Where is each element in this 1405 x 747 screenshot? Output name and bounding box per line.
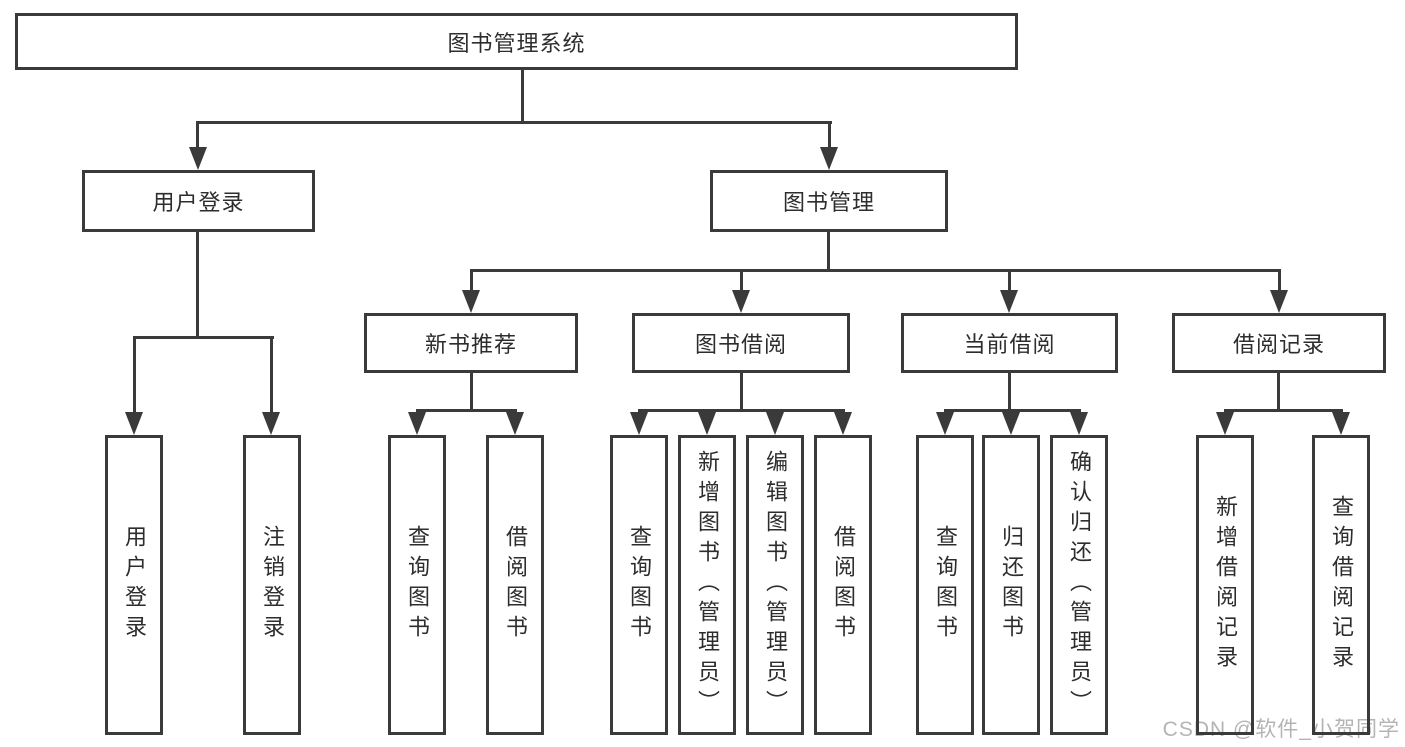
node-label: 用户登录 <box>152 190 245 215</box>
arrowhead-down-icon <box>189 147 207 170</box>
arrowhead-down-icon <box>1002 412 1020 435</box>
connector-line <box>470 269 473 293</box>
leaf-label: 查询图书 <box>405 525 430 645</box>
arrowhead-down-icon <box>766 412 784 435</box>
connector-line <box>1224 409 1343 412</box>
arrowhead-down-icon <box>1332 412 1350 435</box>
connector-line <box>1008 373 1011 412</box>
arrowhead-down-icon <box>1070 412 1088 435</box>
leaf-label: 新增借阅记录 <box>1213 495 1238 675</box>
leaf-add-borrow-record: 新增借阅记录 <box>1196 435 1254 735</box>
leaf-label: 借阅图书 <box>831 525 856 645</box>
connector-line <box>133 336 274 339</box>
connector-line <box>1008 269 1011 293</box>
connector-line <box>133 336 136 415</box>
arrowhead-down-icon <box>698 412 716 435</box>
leaf-confirm-return-admin: 确认归还（管理员） <box>1050 435 1108 735</box>
connector-line <box>740 373 743 412</box>
arrowhead-down-icon <box>630 412 648 435</box>
node-label: 借阅记录 <box>1232 332 1325 357</box>
leaf-query-books-borrowing: 查询图书 <box>610 435 668 735</box>
arrowhead-down-icon <box>834 412 852 435</box>
node-user-login: 用户登录 <box>82 170 315 232</box>
node-library-management-system: 图书管理系统 <box>15 13 1018 70</box>
leaf-label: 注销登录 <box>260 525 285 645</box>
arrowhead-down-icon <box>732 290 750 313</box>
leaf-label: 借阅图书 <box>503 525 528 645</box>
leaf-add-books-admin: 新增图书（管理员） <box>678 435 736 735</box>
leaf-query-books-recommend: 查询图书 <box>388 435 446 735</box>
connector-line <box>470 269 1281 272</box>
node-new-book-recommendation: 新书推荐 <box>364 313 578 373</box>
leaf-label: 查询图书 <box>627 525 652 645</box>
connector-line <box>638 409 845 412</box>
leaf-edit-books-admin: 编辑图书（管理员） <box>746 435 804 735</box>
connector-line <box>827 232 830 272</box>
leaf-borrow-books-recommend: 借阅图书 <box>486 435 544 735</box>
leaf-label: 查询借阅记录 <box>1329 495 1354 675</box>
arrowhead-down-icon <box>506 412 524 435</box>
arrowhead-down-icon <box>1000 290 1018 313</box>
node-borrowing-records: 借阅记录 <box>1172 313 1386 373</box>
node-label: 图书管理 <box>782 190 875 215</box>
leaf-label: 编辑图书（管理员） <box>763 450 788 720</box>
leaf-query-books-current: 查询图书 <box>916 435 974 735</box>
arrowhead-down-icon <box>820 147 838 170</box>
connector-line <box>1277 373 1280 412</box>
arrowhead-down-icon <box>125 412 143 435</box>
arrowhead-down-icon <box>462 290 480 313</box>
connector-line <box>270 336 273 415</box>
connector-line <box>521 70 524 124</box>
leaf-query-borrow-record: 查询借阅记录 <box>1312 435 1370 735</box>
connector-line <box>416 409 517 412</box>
leaf-borrow-books-borrowing: 借阅图书 <box>814 435 872 735</box>
leaf-label: 确认归还（管理员） <box>1067 450 1092 720</box>
arrowhead-down-icon <box>1270 290 1288 313</box>
node-label: 当前借阅 <box>963 332 1056 357</box>
connector-line <box>196 121 199 151</box>
arrowhead-down-icon <box>1216 412 1234 435</box>
connector-line <box>470 373 473 412</box>
leaf-label: 归还图书 <box>999 525 1024 645</box>
leaf-label: 新增图书（管理员） <box>695 450 720 720</box>
connector-line <box>196 121 832 124</box>
arrowhead-down-icon <box>408 412 426 435</box>
node-label: 图书借阅 <box>694 332 787 357</box>
csdn-watermark: CSDN @软件_小贺同学 <box>1162 718 1400 741</box>
connector-line <box>1278 269 1281 293</box>
node-book-management: 图书管理 <box>710 170 948 232</box>
arrowhead-down-icon <box>936 412 954 435</box>
leaf-return-books: 归还图书 <box>982 435 1040 735</box>
connector-line <box>828 121 831 151</box>
leaf-label: 用户登录 <box>122 525 147 645</box>
connector-line <box>740 269 743 293</box>
node-book-borrowing: 图书借阅 <box>632 313 850 373</box>
node-current-borrowing: 当前借阅 <box>901 313 1118 373</box>
arrowhead-down-icon <box>262 412 280 435</box>
leaf-user-login: 用户登录 <box>105 435 163 735</box>
leaf-logout: 注销登录 <box>243 435 301 735</box>
connector-line <box>196 232 199 339</box>
node-label: 新书推荐 <box>424 332 517 357</box>
leaf-label: 查询图书 <box>933 525 958 645</box>
node-label: 图书管理系统 <box>447 30 586 56</box>
